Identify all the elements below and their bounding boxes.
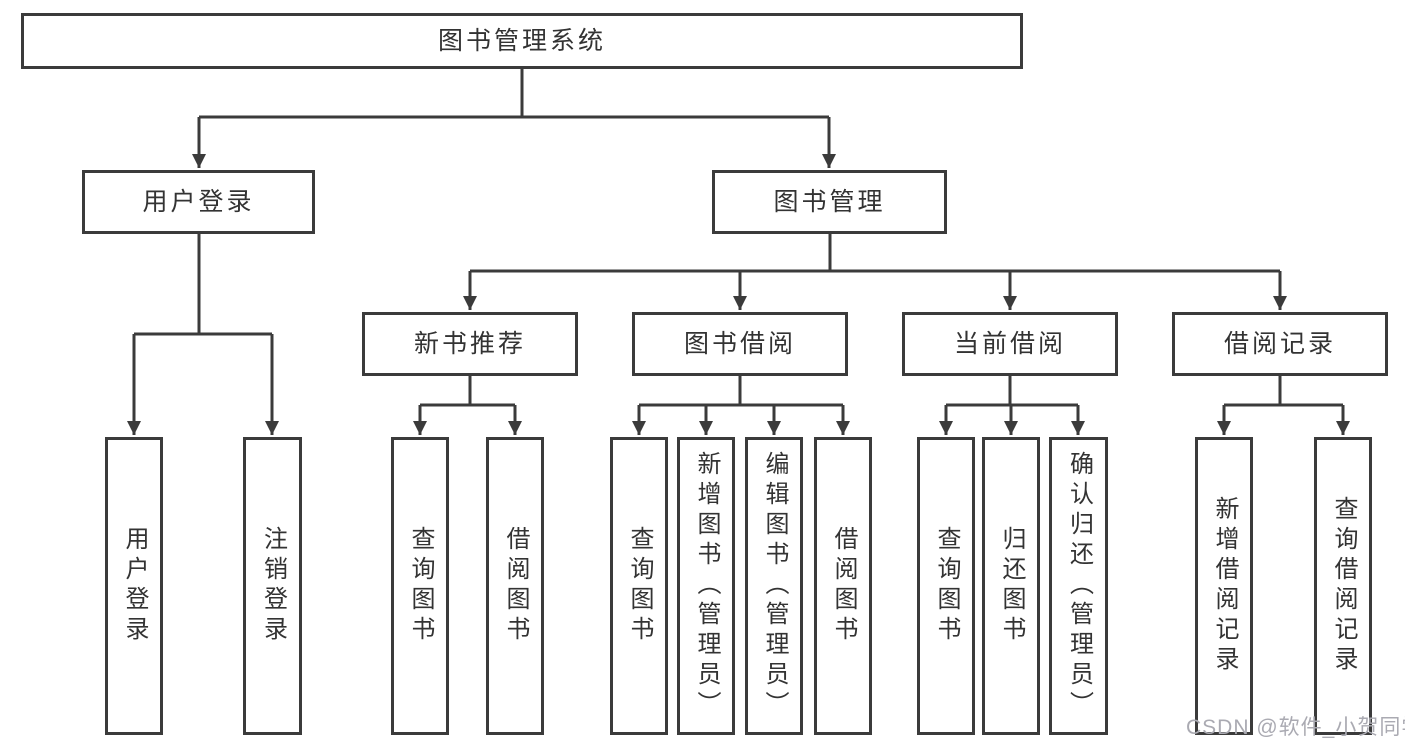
- node-leaf-return-books: 归还图书: [982, 437, 1040, 735]
- node-leaf-borrow-books-newbooks: 借阅图书: [486, 437, 544, 735]
- node-leaf-confirm-return-admin-label: 确认归还（管理员）: [1065, 451, 1093, 721]
- connector-rails: [134, 69, 1343, 407]
- node-leaf-query-books-borrow: 查询图书: [610, 437, 668, 735]
- node-leaf-borrow-books-newbooks-label: 借阅图书: [502, 526, 529, 646]
- node-leaf-query-books-current: 查询图书: [917, 437, 975, 735]
- node-leaf-user-login: 用户登录: [105, 437, 163, 735]
- node-borrowing-records: 借阅记录: [1172, 312, 1388, 376]
- node-borrowing-records-label: 借阅记录: [1223, 329, 1336, 358]
- node-book-management-label: 图书管理: [773, 187, 886, 216]
- node-leaf-query-books-current-label: 查询图书: [933, 526, 960, 646]
- csdn-watermark: CSDN @软件_小贺同学: [1186, 716, 1405, 739]
- node-current-borrowing-label: 当前借阅: [953, 329, 1066, 358]
- node-user-login-label: 用户登录: [142, 187, 255, 216]
- node-leaf-edit-books-admin: 编辑图书（管理员）: [745, 437, 803, 735]
- node-leaf-edit-books-admin-label: 编辑图书（管理员）: [761, 451, 788, 721]
- node-leaf-add-books-admin-label: 新增图书（管理员）: [693, 451, 720, 721]
- node-leaf-add-books-admin: 新增图书（管理员）: [677, 437, 735, 735]
- node-new-book-recommend-label: 新书推荐: [413, 329, 526, 358]
- node-leaf-query-borrow-record: 查询借阅记录: [1314, 437, 1372, 735]
- node-leaf-query-borrow-record-label: 查询借阅记录: [1330, 496, 1357, 676]
- node-book-management: 图书管理: [712, 170, 947, 234]
- connector-arrows: [127, 117, 1350, 435]
- node-leaf-add-borrow-record-label: 新增借阅记录: [1211, 496, 1238, 676]
- node-new-book-recommend: 新书推荐: [362, 312, 578, 376]
- node-leaf-borrow-books-borrow-label: 借阅图书: [830, 526, 857, 646]
- node-leaf-return-books-label: 归还图书: [998, 526, 1025, 646]
- node-root-system: 图书管理系统: [21, 13, 1023, 69]
- node-leaf-query-books-newbooks-label: 查询图书: [407, 526, 434, 646]
- node-root-system-label: 图书管理系统: [437, 26, 606, 55]
- node-user-login: 用户登录: [82, 170, 315, 234]
- node-leaf-add-borrow-record: 新增借阅记录: [1195, 437, 1253, 735]
- node-leaf-query-books-newbooks: 查询图书: [391, 437, 449, 735]
- node-leaf-confirm-return-admin: 确认归还（管理员）: [1049, 437, 1108, 735]
- node-leaf-query-books-borrow-label: 查询图书: [626, 526, 653, 646]
- node-leaf-logout-label: 注销登录: [259, 526, 287, 646]
- node-book-borrowing: 图书借阅: [632, 312, 848, 376]
- node-leaf-logout: 注销登录: [243, 437, 302, 735]
- node-leaf-user-login-label: 用户登录: [121, 526, 148, 646]
- node-current-borrowing: 当前借阅: [902, 312, 1118, 376]
- node-leaf-borrow-books-borrow: 借阅图书: [814, 437, 872, 735]
- node-book-borrowing-label: 图书借阅: [683, 329, 796, 358]
